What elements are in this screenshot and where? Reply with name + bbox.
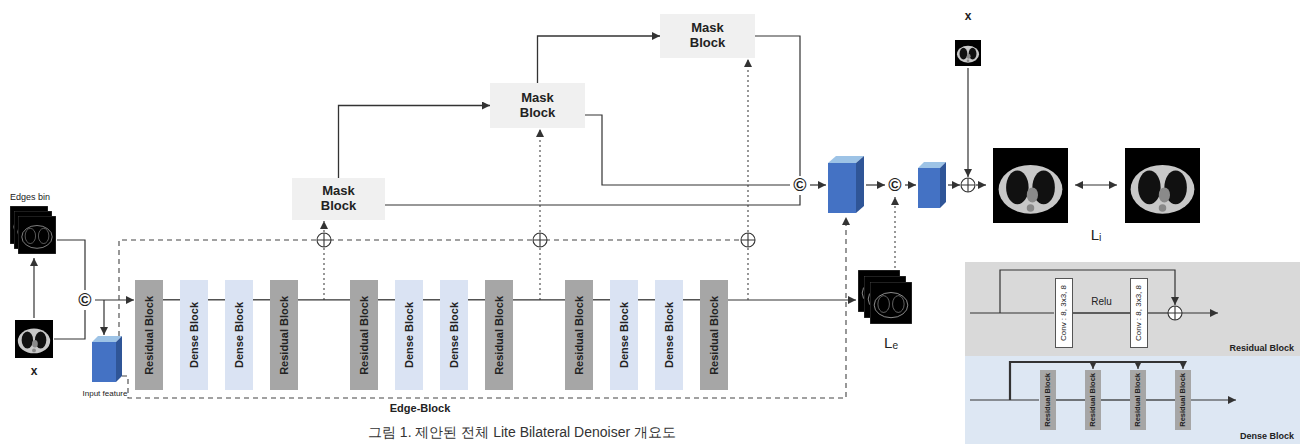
block-label: Residual Block — [143, 296, 155, 375]
panel-title: Dense Block — [1240, 431, 1294, 441]
connector — [423, 299, 440, 300]
group-label: Edge-Block — [390, 402, 451, 414]
block-label: Dense Block — [663, 302, 675, 368]
connector — [513, 299, 565, 300]
residual-block: Residual Block — [135, 280, 163, 390]
edge-label: Relu — [1091, 296, 1112, 307]
residual-block: Residual Block — [1085, 370, 1101, 430]
detail-panel: Residual Block Conv : 8, 3x3, 8 Conv : 8, … — [965, 262, 1300, 356]
block-label: Residual Block — [493, 296, 505, 375]
dense-block: Dense Block — [610, 280, 638, 390]
block-label: Residual Block — [1134, 373, 1142, 427]
residual-block: Residual Block — [700, 280, 728, 390]
dense-block: Dense Block — [180, 280, 208, 390]
block-label: Mask Block — [313, 184, 365, 214]
connector — [638, 299, 655, 300]
stack-label: Edges bin — [10, 192, 50, 202]
panel-title: Residual Block — [1229, 343, 1294, 353]
dense-block: Dense Block — [225, 280, 253, 390]
residual-block: Residual Block — [1175, 370, 1191, 430]
connector — [593, 299, 610, 300]
connector — [1073, 312, 1130, 313]
block-label: Dense Block — [188, 302, 200, 368]
connector — [163, 299, 180, 300]
conv-layer: Conv : 8, 3x3, 8 — [1055, 278, 1073, 348]
block-label: Residual Block — [573, 296, 585, 375]
skip-dashed — [119, 217, 846, 398]
connector — [208, 299, 225, 300]
loss-label: Lᵢ — [1091, 226, 1102, 243]
residual-detail-wires — [970, 270, 1218, 313]
block-label: Residual Block — [1179, 373, 1187, 427]
concat-symbol: © — [793, 175, 806, 196]
dense-block: Dense Block — [395, 280, 423, 390]
residual-block: Residual Block — [350, 280, 378, 390]
connector — [253, 299, 270, 300]
connector — [538, 36, 661, 83]
input-label: x — [965, 9, 972, 23]
block-label: Conv : 8, 3x3, 8 — [1060, 285, 1069, 341]
block-label: Residual Block — [358, 296, 370, 375]
block-label: Residual Block — [1089, 373, 1097, 427]
ct-image-input — [15, 320, 53, 358]
mask-block: Mask Block — [490, 83, 585, 128]
connector — [339, 106, 491, 179]
detail-panel: Dense Block Residual Block Residual Block R… — [965, 356, 1300, 444]
panel-grounds — [965, 262, 1300, 444]
input-label: x — [31, 364, 38, 378]
block-label: Mask Block — [682, 21, 734, 51]
dense-block: Dense Block — [440, 280, 468, 390]
chain-wires — [728, 299, 856, 300]
connector — [468, 299, 485, 300]
block-label: Conv : 8, 3x3, 8 — [1135, 285, 1144, 341]
residual-block: Residual Block — [1040, 370, 1056, 430]
block-label: Residual Block — [278, 296, 290, 375]
mask-block: Mask Block — [660, 14, 755, 58]
ct-image-output — [993, 148, 1068, 223]
block-label: Dense Block — [233, 302, 245, 368]
ct-image-target — [1125, 148, 1200, 223]
ct-image-small — [955, 40, 981, 66]
block-label: Mask Block — [512, 91, 564, 121]
connector — [1056, 399, 1085, 400]
conv-layer: Conv : 8, 3x3, 8 — [1130, 278, 1148, 348]
connector — [683, 299, 700, 300]
residual-block: Residual Block — [485, 280, 513, 390]
connector — [298, 299, 350, 300]
plus-symbol — [1168, 306, 1182, 320]
concat-symbol: © — [78, 290, 91, 311]
concat-symbol: © — [888, 175, 901, 196]
loss-label: Lₑ — [884, 334, 898, 351]
plus-symbols — [317, 178, 975, 247]
block-label: Residual Block — [1044, 373, 1052, 427]
feature-cube — [918, 162, 946, 208]
tap-dotted — [324, 59, 895, 300]
block-label: Residual Block — [708, 296, 720, 375]
connector — [1101, 399, 1130, 400]
block-label: Dense Block — [618, 302, 630, 368]
edge-stack-input — [10, 206, 56, 254]
edge-stack-output — [858, 270, 912, 324]
block-label: Dense Block — [403, 302, 415, 368]
residual-block: Residual Block — [565, 280, 593, 390]
dense-detail-wires — [970, 362, 1236, 400]
connector — [378, 299, 395, 300]
input-feature-label: Input feature — [83, 389, 128, 398]
residual-block: Residual Block — [270, 280, 298, 390]
mask-block: Mask Block — [292, 178, 385, 220]
block-label: Dense Block — [448, 302, 460, 368]
residual-block: Residual Block — [1130, 370, 1146, 430]
dense-block: Dense Block — [655, 280, 683, 390]
feature-cube — [828, 156, 864, 213]
input-feature-cube — [92, 336, 122, 382]
connector — [1146, 399, 1175, 400]
figure-caption: 그림 1. 제안된 전체 Lite Bilateral Denoiser 개요도 — [368, 424, 676, 442]
